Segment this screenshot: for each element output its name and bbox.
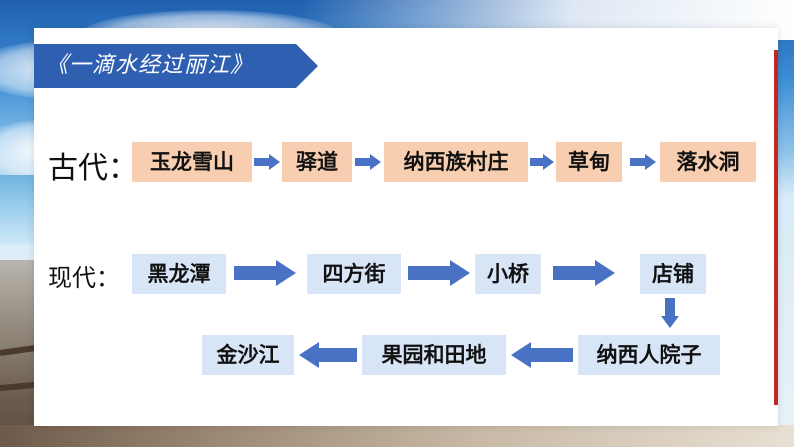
background-bottom-strip <box>0 425 794 447</box>
accent-bar <box>774 50 778 405</box>
modern-stop-5: 纳西人院子 <box>578 335 720 375</box>
modern-stop-1: 黑龙潭 <box>132 254 226 294</box>
arrow-right-icon <box>553 260 615 286</box>
title-banner: 《一滴水经过丽江》 <box>34 44 318 88</box>
arrow-right-icon <box>355 154 381 170</box>
arrow-right-icon <box>408 260 470 286</box>
modern-stop-7: 金沙江 <box>202 335 294 375</box>
modern-stop-3: 小桥 <box>475 254 541 294</box>
slide-title: 《一滴水经过丽江》 <box>46 53 254 78</box>
ancient-stop-1: 玉龙雪山 <box>132 142 252 182</box>
arrow-left-icon <box>511 342 573 368</box>
ancient-stop-4: 草甸 <box>556 142 622 182</box>
modern-stop-4: 店铺 <box>640 254 706 294</box>
ancient-stop-5: 落水洞 <box>660 142 756 182</box>
modern-stop-6: 果园和田地 <box>362 335 506 375</box>
arrow-right-icon <box>234 260 296 286</box>
modern-label: 现代： <box>48 264 120 292</box>
arrow-left-icon <box>299 342 357 368</box>
ancient-stop-2: 驿道 <box>282 142 352 182</box>
arrow-right-icon <box>530 154 554 170</box>
arrow-right-icon <box>254 154 280 170</box>
banner-shape <box>34 44 318 88</box>
ancient-label: 古代： <box>48 151 138 186</box>
arrow-right-icon <box>630 154 656 170</box>
modern-stop-2: 四方街 <box>307 254 401 294</box>
arrow-down-icon <box>661 298 679 328</box>
ancient-stop-3: 纳西族村庄 <box>384 142 528 182</box>
